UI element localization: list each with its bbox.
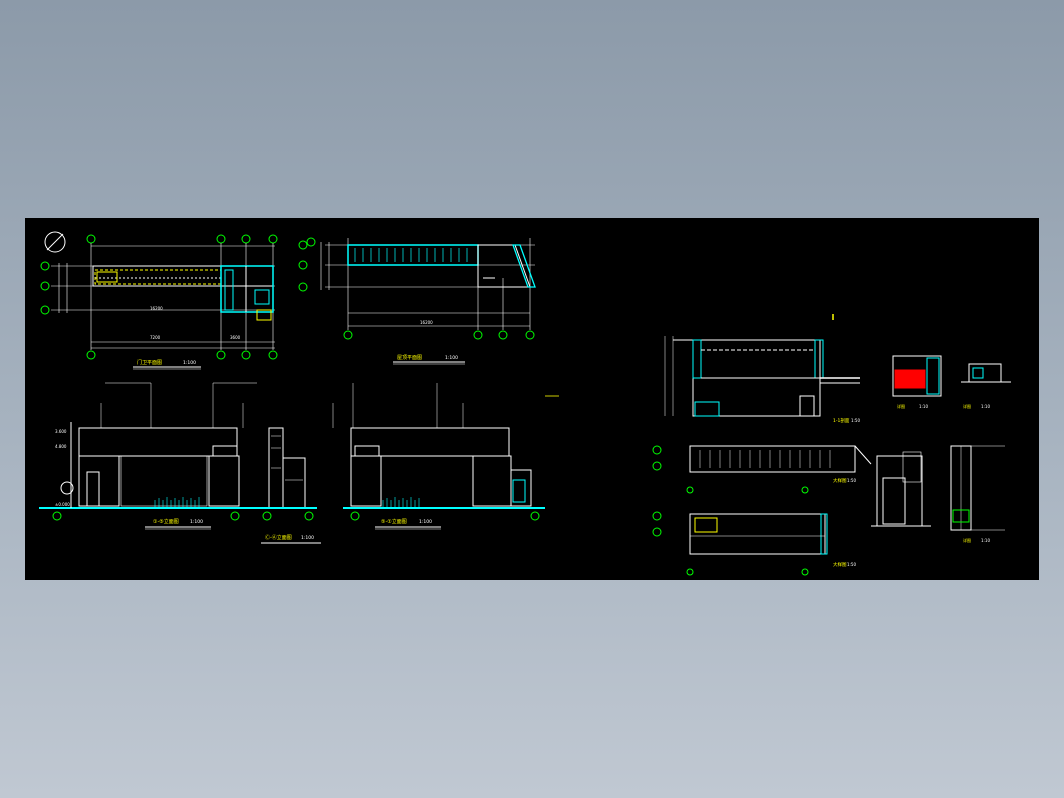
section3-scale: 1:50 — [847, 562, 856, 567]
detail3-title: 详图 — [963, 537, 971, 543]
section-3: 大样图 1:50 — [652, 511, 856, 576]
detail-red: 详图 1:10 — [892, 355, 942, 409]
north-arrow-icon — [44, 231, 66, 253]
section-2: 大样图 1:50 — [652, 445, 872, 494]
elev-a-title: ①-⑤立面图 — [153, 518, 179, 525]
floor-plan: 16200 7200 3600 门卫平面图 1:100 — [40, 231, 278, 370]
plan-axis-bubbles — [40, 234, 278, 360]
elevation-5-1: ⑤-①立面图 1:100 — [332, 383, 545, 530]
elev-b-title: ⑤-①立面图 — [381, 518, 407, 525]
elev-marker: 4.800 — [55, 444, 67, 449]
roof-title: 屋顶平面图 — [397, 355, 422, 361]
section3-title: 大样图 — [833, 561, 847, 568]
elev-c-title: Ⓒ-Ⓐ立面图 — [265, 534, 292, 541]
plan-scale: 1:100 — [183, 360, 196, 366]
detail-column: 详图 1:10 — [950, 445, 1005, 543]
roof-plan: 16200 屋顶平面图 1:100 — [298, 237, 536, 365]
detail3-scale: 1:10 — [981, 538, 990, 543]
elev-c-scale: 1:100 — [301, 535, 314, 541]
roof-dim-label: 16200 — [420, 320, 433, 325]
elevation-c-a: Ⓒ-Ⓐ立面图 1:100 — [261, 427, 321, 544]
cad-drawing: 16200 7200 3600 门卫平面图 1:100 — [39, 231, 1011, 576]
detail2-scale: 1:10 — [981, 404, 990, 409]
section2-scale: 1:50 — [847, 478, 856, 483]
detail-tall — [871, 451, 931, 527]
roof-scale: 1:100 — [445, 355, 458, 361]
elevation-1-5: 3.600 4.800 ±0.000 ①-⑤立面图 1:100 — [39, 382, 265, 530]
section1-title: 1-1剖面 — [833, 417, 850, 424]
elev-marker: ±0.000 — [55, 502, 70, 507]
detail-small: 详图 1:10 — [961, 363, 1011, 409]
plan-title: 门卫平面图 — [137, 359, 162, 366]
elev-b-scale: 1:100 — [419, 519, 432, 525]
section1-scale: 1:50 — [851, 418, 860, 423]
detail1-title: 详图 — [897, 403, 905, 409]
plan-dim-label: 7200 — [150, 335, 161, 340]
elev-a-scale: 1:100 — [190, 519, 203, 525]
elev-marker: 3.600 — [55, 429, 67, 434]
detail2-title: 详图 — [963, 403, 971, 409]
section-1-1: 1-1剖面 1:50 — [664, 336, 860, 424]
plan-dim-label: 3600 — [230, 335, 241, 340]
detail1-scale: 1:10 — [919, 404, 928, 409]
section2-title: 大样图 — [833, 477, 847, 484]
plan-dim-label: 16200 — [150, 306, 163, 311]
cad-drawing-canvas[interactable]: 16200 7200 3600 门卫平面图 1:100 — [25, 218, 1039, 580]
